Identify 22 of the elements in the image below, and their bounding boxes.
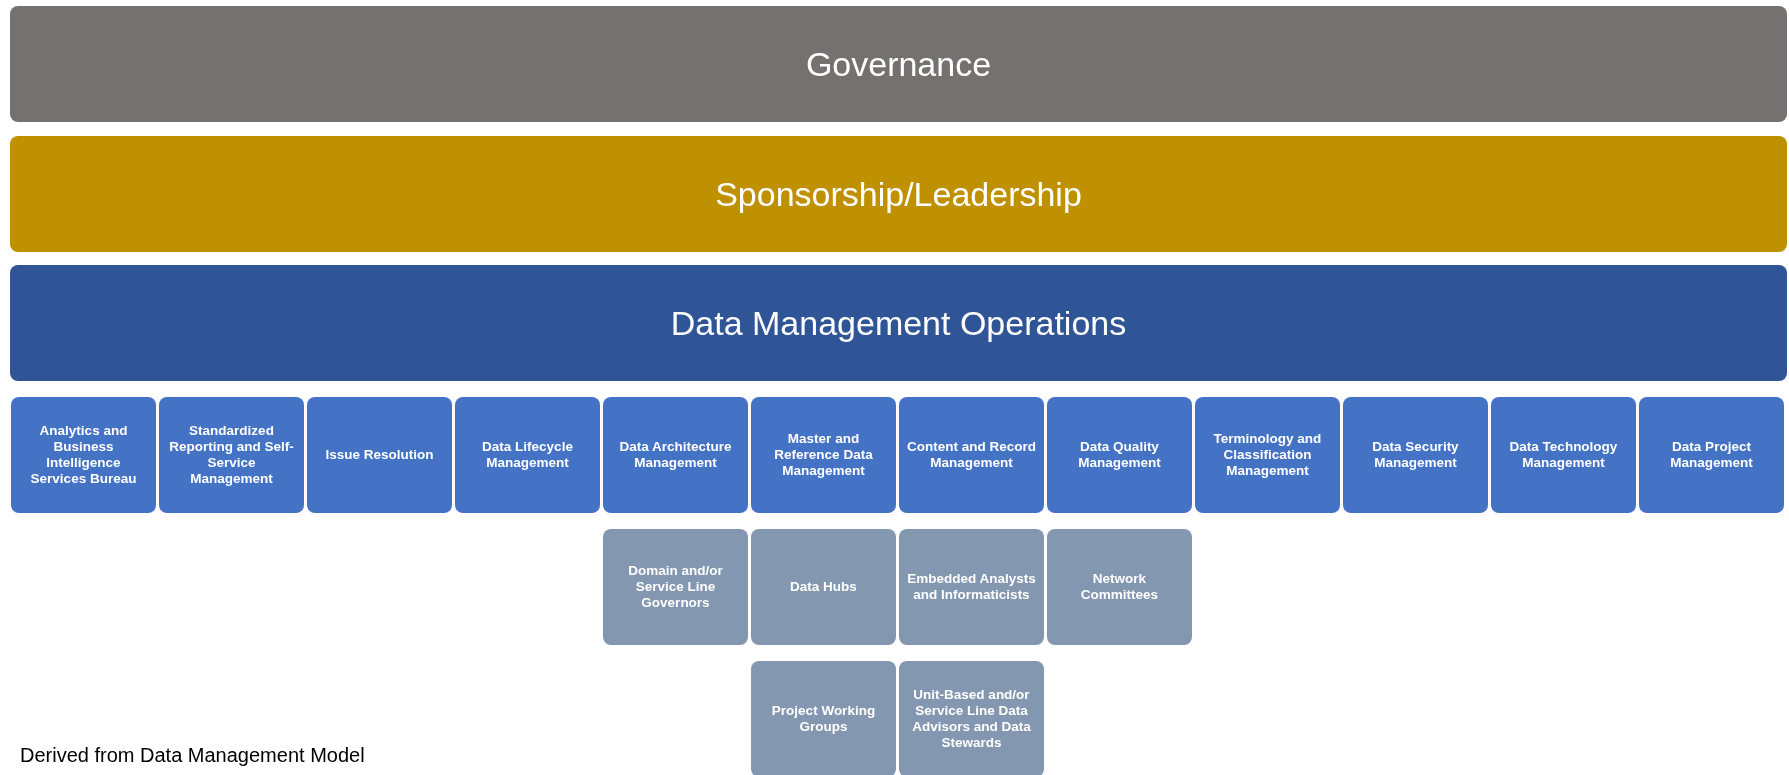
function-box: Data Quality Management — [1047, 397, 1192, 513]
function-box: Domain and/or Service Line Governors — [603, 529, 748, 645]
function-box: Project Working Groups — [751, 661, 896, 775]
function-box: Network Committees — [1047, 529, 1192, 645]
layer-band: Data Management Operations — [10, 265, 1787, 381]
function-box: Unit-Based and/or Service Line Data Advisors and Data Stewards — [899, 661, 1044, 775]
function-box: Issue Resolution — [307, 397, 452, 513]
function-box: Analytics and Business Intelligence Services Bureau — [11, 397, 156, 513]
function-box: Data Lifecycle Management — [455, 397, 600, 513]
layer-band: Governance — [10, 6, 1787, 122]
layer-band: Sponsorship/Leadership — [10, 136, 1787, 252]
function-box: Data Security Management — [1343, 397, 1488, 513]
function-box: Embedded Analysts and Informaticists — [899, 529, 1044, 645]
function-box: Data Hubs — [751, 529, 896, 645]
function-box: Standardized Reporting and Self-Service Management — [159, 397, 304, 513]
function-box: Terminology and Classification Management — [1195, 397, 1340, 513]
function-box: Data Architecture Management — [603, 397, 748, 513]
function-box: Data Project Management — [1639, 397, 1784, 513]
function-box: Data Technology Management — [1491, 397, 1636, 513]
caption: Derived from Data Management Model — [20, 744, 365, 767]
function-box: Content and Record Management — [899, 397, 1044, 513]
function-box: Master and Reference Data Management — [751, 397, 896, 513]
